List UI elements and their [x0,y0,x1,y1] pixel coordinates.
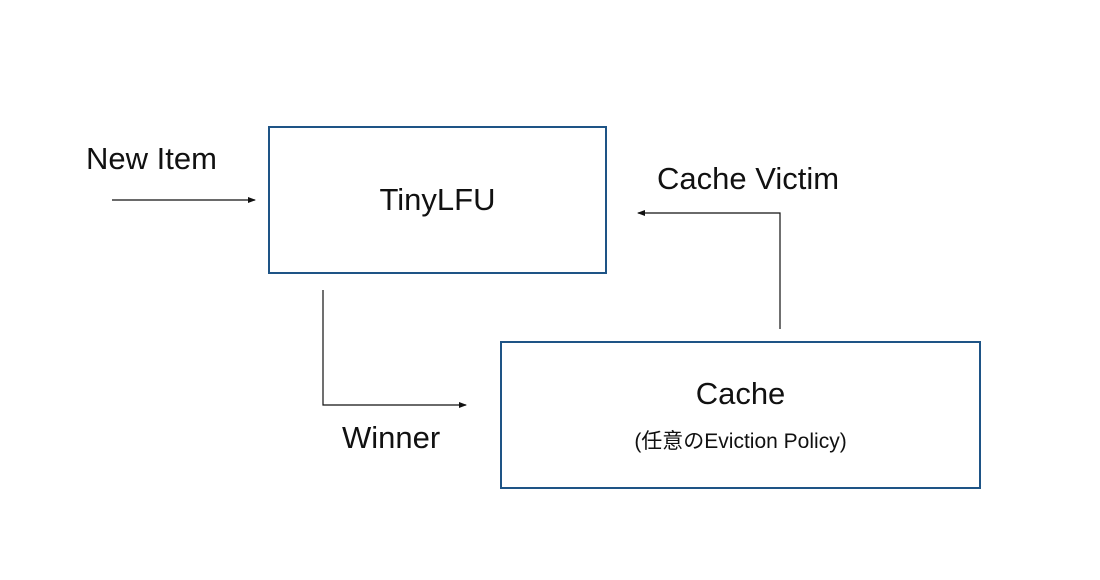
winner-label: Winner [342,420,441,455]
new-item-label: New Item [86,141,217,176]
tinylfu-node: TinyLFU [268,126,607,274]
cache-title: Cache [695,376,786,411]
cache-victim-label: Cache Victim [657,161,840,196]
winner-arrow [322,290,467,408]
cache-victim-arrow [637,210,781,329]
tinylfu-title: TinyLFU [379,182,496,217]
cache-subtitle: (任意のEviction Policy) [634,430,847,453]
cache-node: Cache (任意のEviction Policy) [500,341,981,489]
